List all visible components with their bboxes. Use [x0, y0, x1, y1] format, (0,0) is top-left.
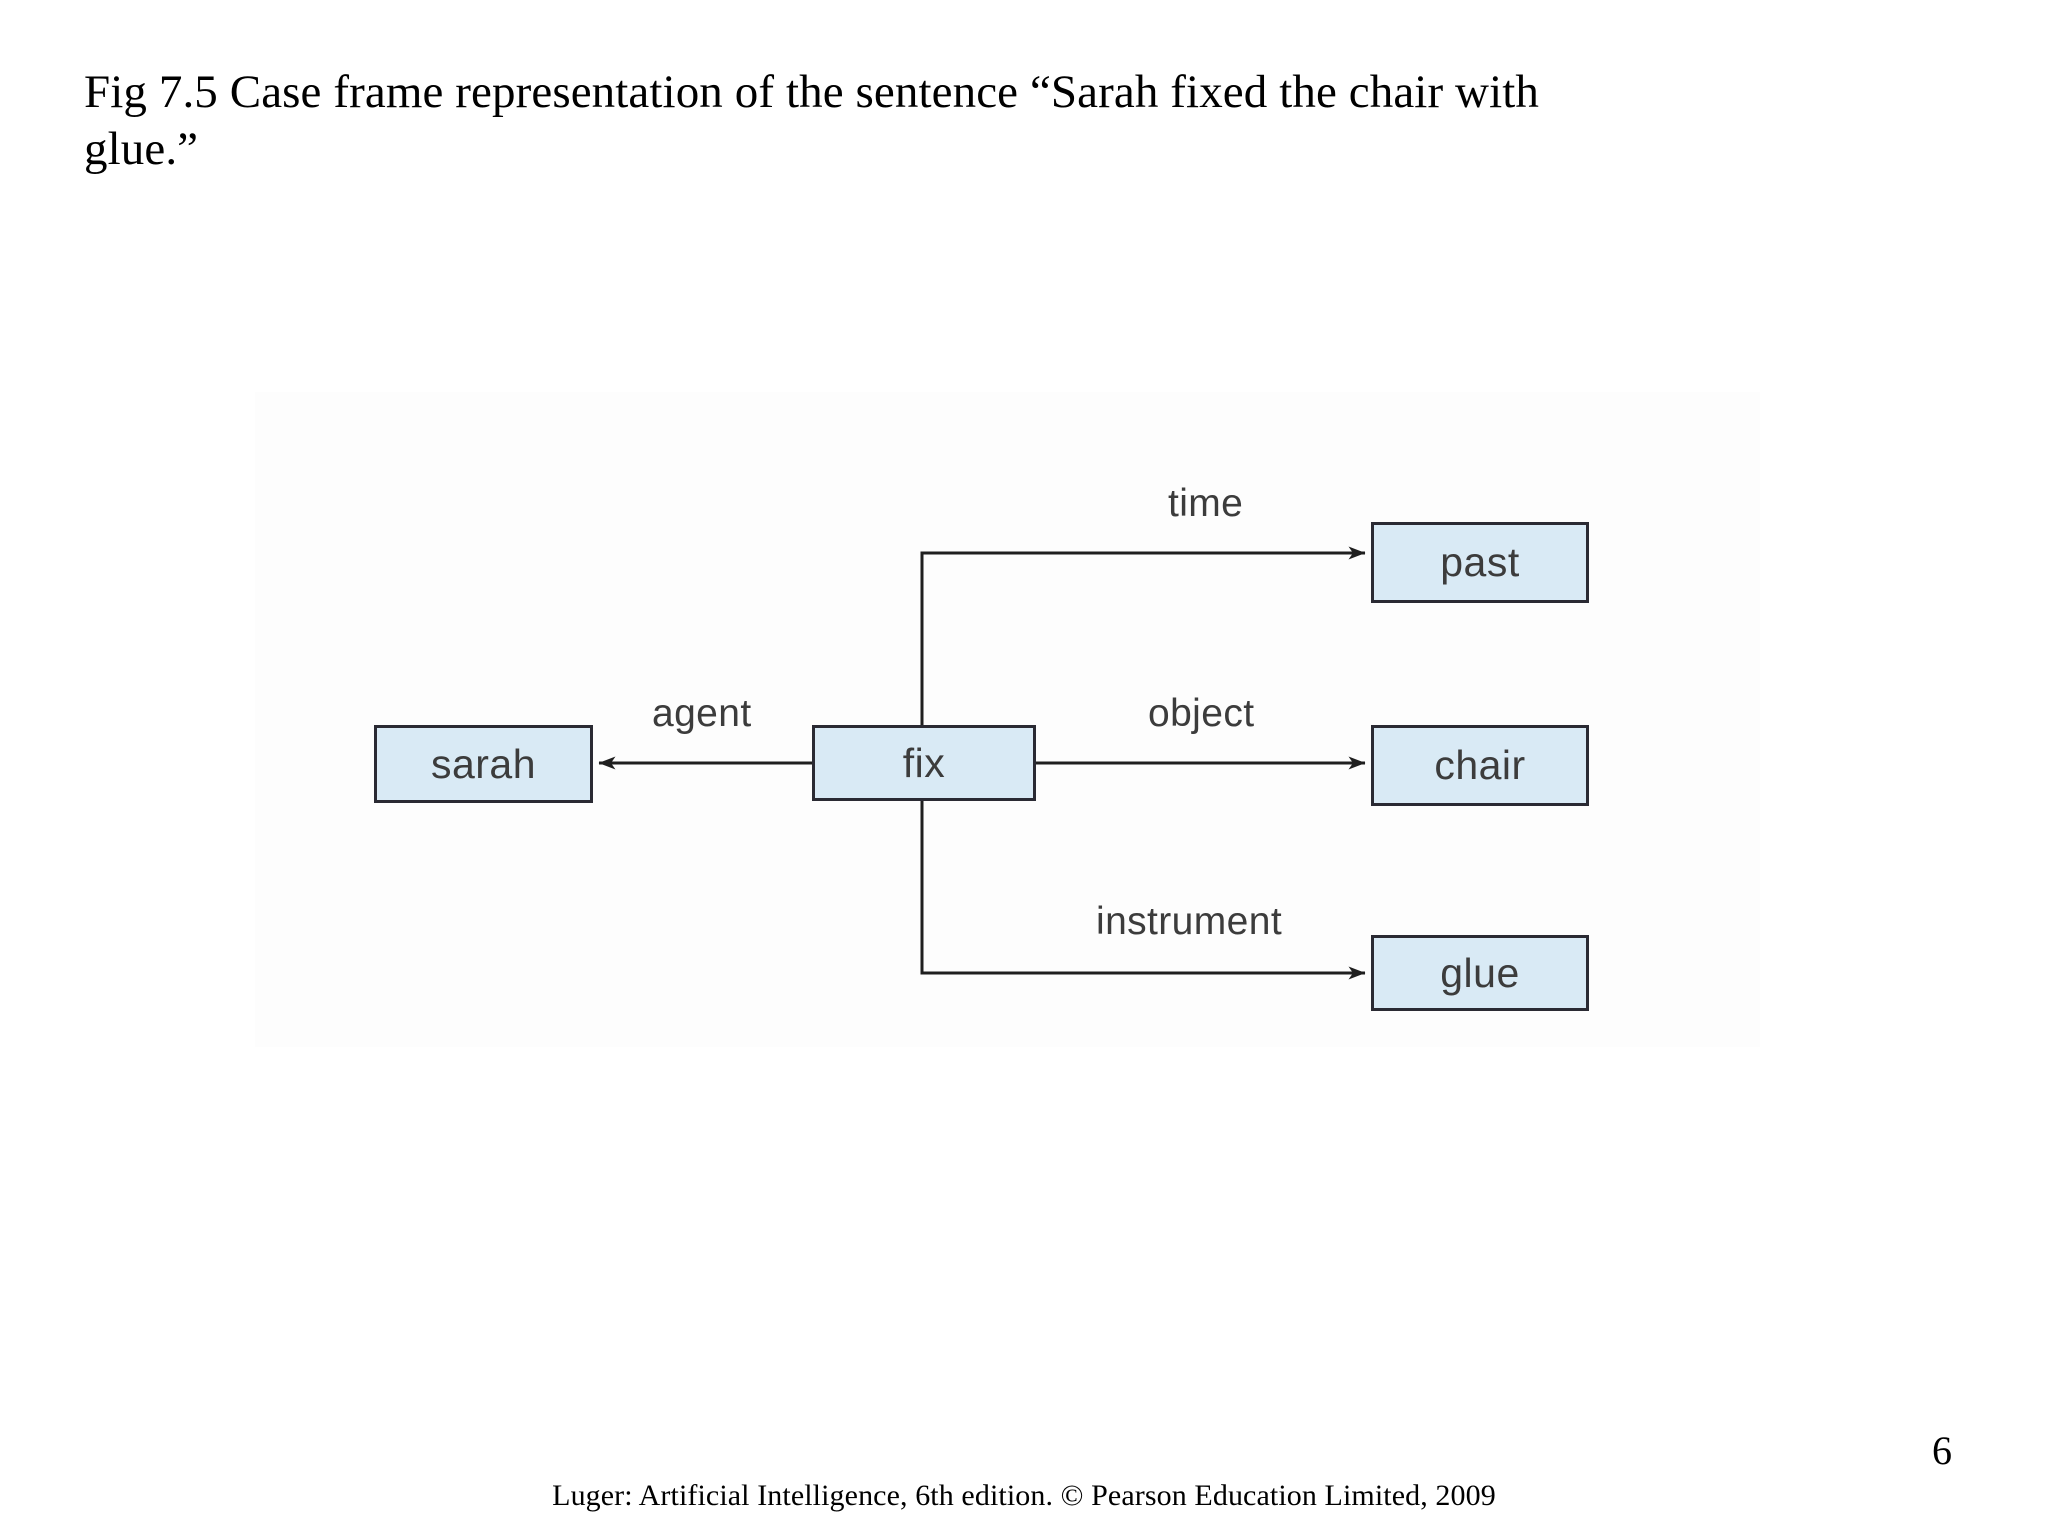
edge-time-path: [920, 546, 1366, 725]
node-sarah-label: sarah: [430, 740, 537, 787]
node-fix[interactable]: fix: [812, 725, 1036, 801]
edge-label-object: object: [1148, 692, 1255, 735]
diagram-edges-layer: [598, 546, 1366, 980]
edge-label-agent: agent: [652, 692, 752, 735]
page-title-line-2: glue.”: [84, 123, 199, 176]
node-glue-label: glue: [1440, 949, 1520, 996]
node-chair[interactable]: chair: [1371, 725, 1589, 806]
page-number: 6: [1932, 1428, 1952, 1473]
page-title: Fig 7.5 Case frame representation of the…: [84, 64, 1884, 179]
edge-instrument-path: [920, 801, 1366, 980]
node-glue[interactable]: glue: [1371, 935, 1589, 1011]
footer-citation: Luger: Artificial Intelligence, 6th edit…: [552, 1479, 1496, 1512]
edge-label-time: time: [1168, 482, 1244, 525]
page-title-line-1: Fig 7.5 Case frame representation of the…: [84, 66, 1540, 118]
node-past-label: past: [1440, 539, 1520, 585]
edge-label-instrument: instrument: [1096, 900, 1283, 943]
node-fix-label: fix: [902, 739, 946, 786]
node-sarah[interactable]: sarah: [374, 725, 593, 803]
node-chair-label: chair: [1434, 742, 1526, 788]
node-past[interactable]: past: [1371, 522, 1589, 603]
